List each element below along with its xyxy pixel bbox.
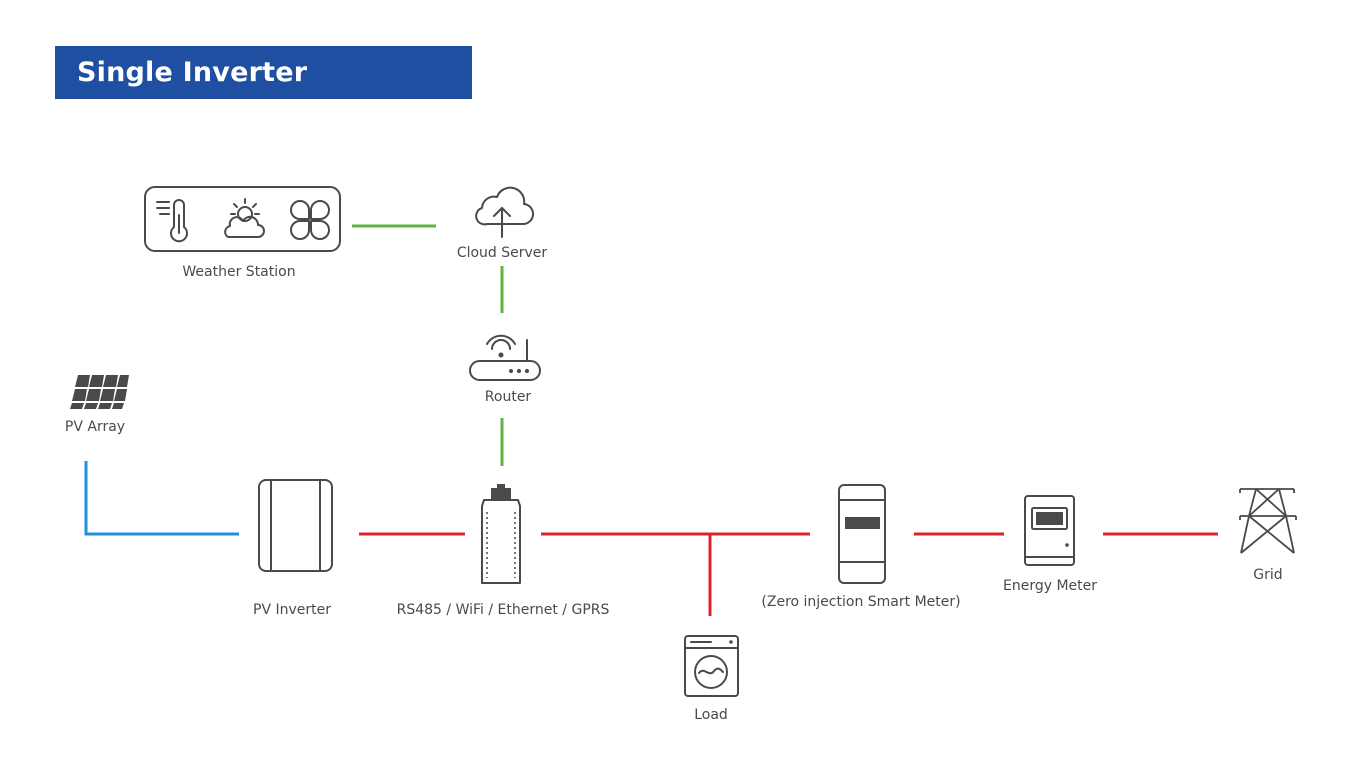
energy-meter-icon: [1024, 495, 1075, 566]
smart-meter-icon: [838, 484, 886, 584]
router-label: Router: [485, 389, 532, 405]
cloud-upload-icon: [475, 186, 534, 238]
weather-station-label: Weather Station: [182, 264, 295, 280]
power-tower-icon: [1239, 488, 1297, 554]
washing-machine-icon: [684, 635, 739, 697]
cloud-server-label: Cloud Server: [457, 245, 548, 261]
load-label: Load: [694, 707, 728, 723]
energy-meter-label: Energy Meter: [1003, 578, 1097, 594]
link-pv-inverter: [84, 461, 239, 536]
page-title: Single Inverter Monitoring: [55, 46, 472, 141]
inverter-icon: [258, 479, 333, 572]
pv-array-label: PV Array: [65, 419, 125, 435]
datalogger-label: RS485 / WiFi / Ethernet / GPRS: [397, 602, 610, 618]
router-icon: [469, 334, 541, 381]
grid-label: Grid: [1253, 567, 1282, 583]
smart-meter-label: (Zero injection Smart Meter): [761, 594, 960, 610]
sun-cloud-icon: [224, 198, 265, 238]
pv-inverter-label: PV Inverter: [253, 602, 331, 618]
solar-panel-icon: [70, 375, 129, 409]
datalogger-stick-icon: [481, 484, 521, 584]
connection-lines: [84, 224, 1218, 616]
wind-icon: [290, 200, 330, 240]
weather-station-icon: [144, 186, 341, 252]
thermometer-icon: [156, 199, 188, 243]
